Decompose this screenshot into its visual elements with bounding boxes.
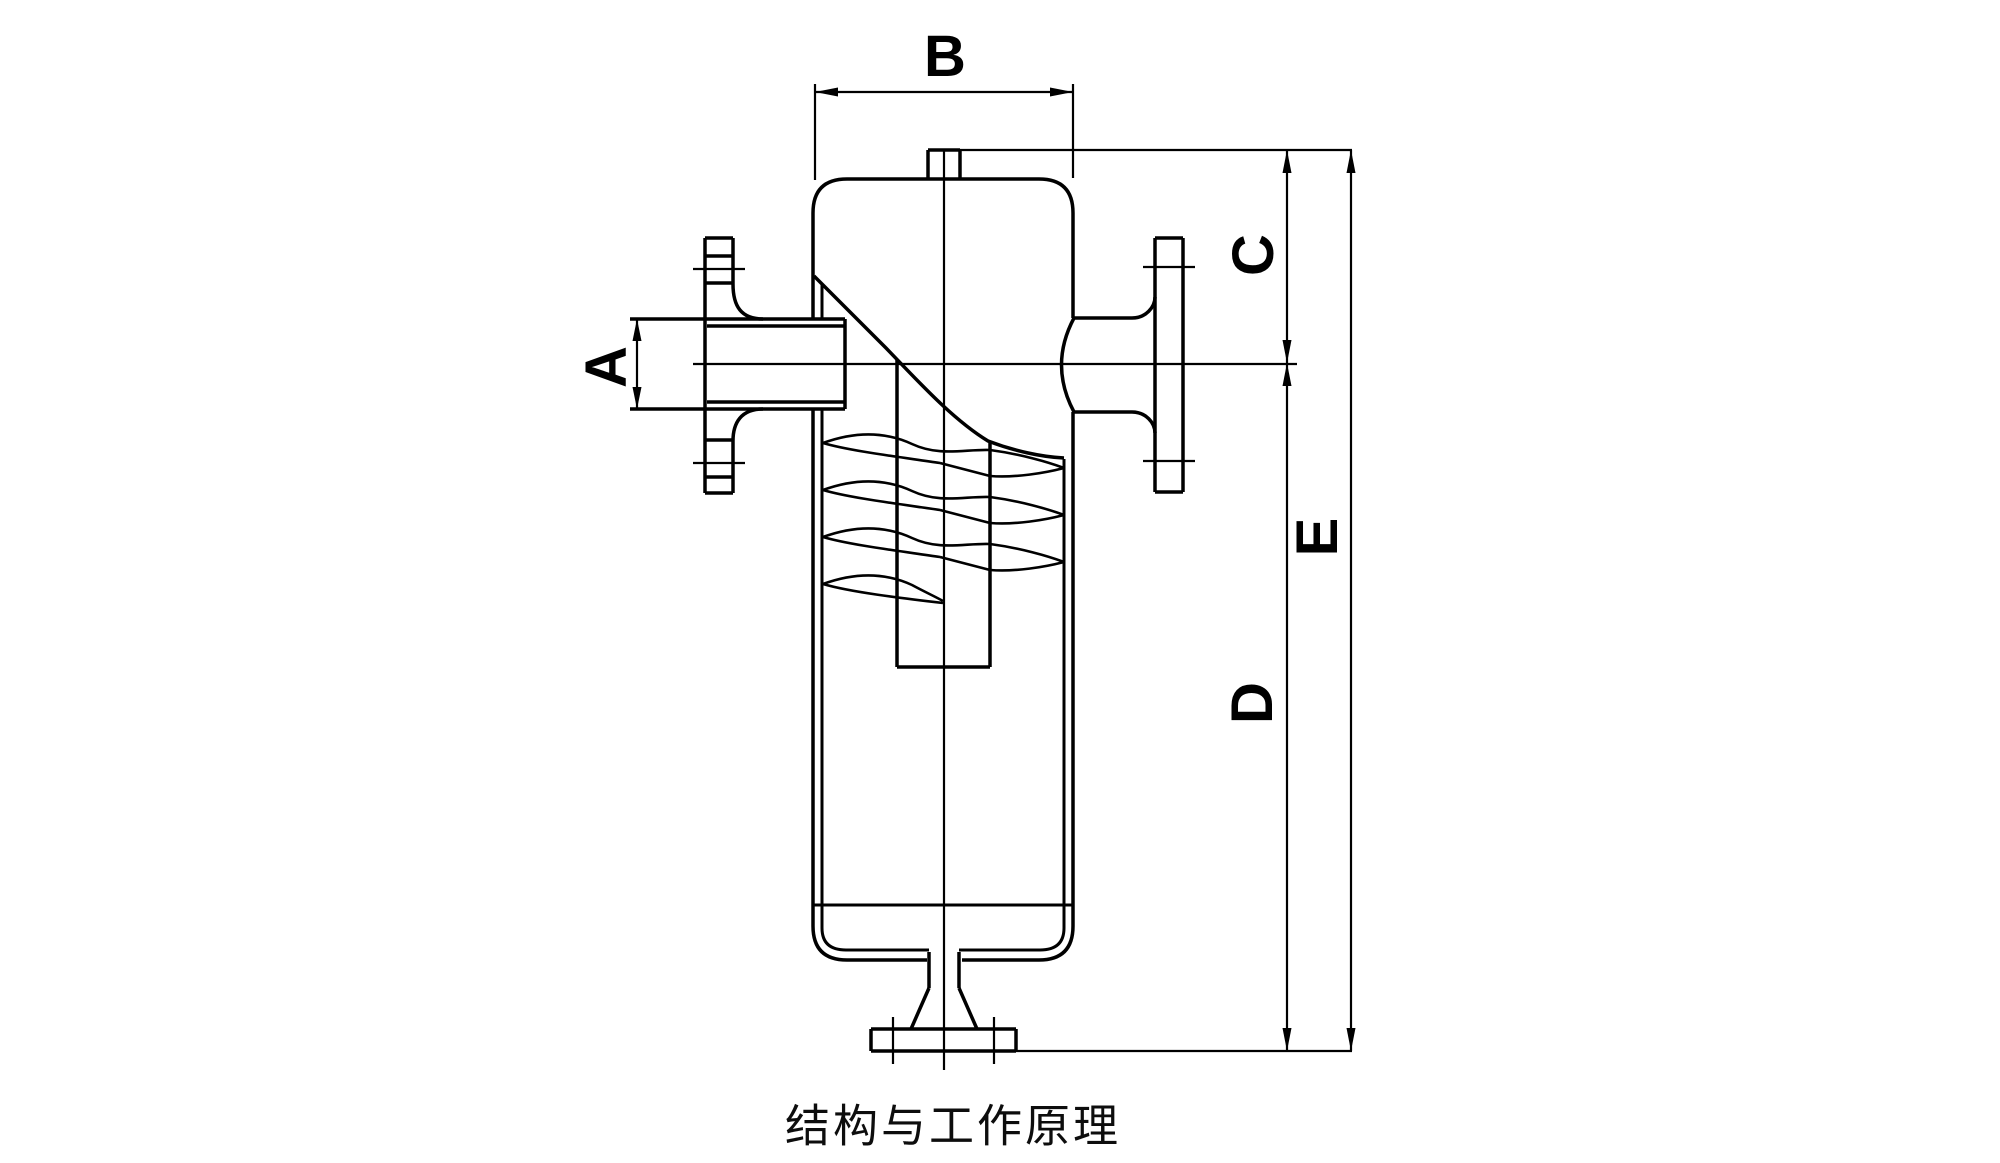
inlet-flange-bolt-ticks [693,267,745,465]
internal-deflector [812,274,1065,460]
centerlines [693,150,1297,1070]
dimension-b [813,84,1075,180]
dim-label-d: D [1220,682,1285,724]
dimension-c [1282,150,1292,363]
dim-label-c: C [1221,234,1286,276]
extension-lines [960,148,1352,1053]
dim-label-a: A [574,346,639,388]
figure-caption: 结构与工作原理 [784,1100,1122,1152]
inlet-nozzle-left [630,236,847,495]
dim-label-e: E [1285,517,1350,557]
dimension-a [632,319,642,409]
outlet-flange-bolt-ticks [1143,265,1195,463]
vessel-body [811,177,1075,962]
drain-flange-bolt-ticks [891,1017,996,1064]
dimension-d [1282,363,1292,1051]
dimension-e [1346,150,1356,1051]
dim-label-b: B [924,24,966,89]
swirl-vanes [822,433,1065,605]
